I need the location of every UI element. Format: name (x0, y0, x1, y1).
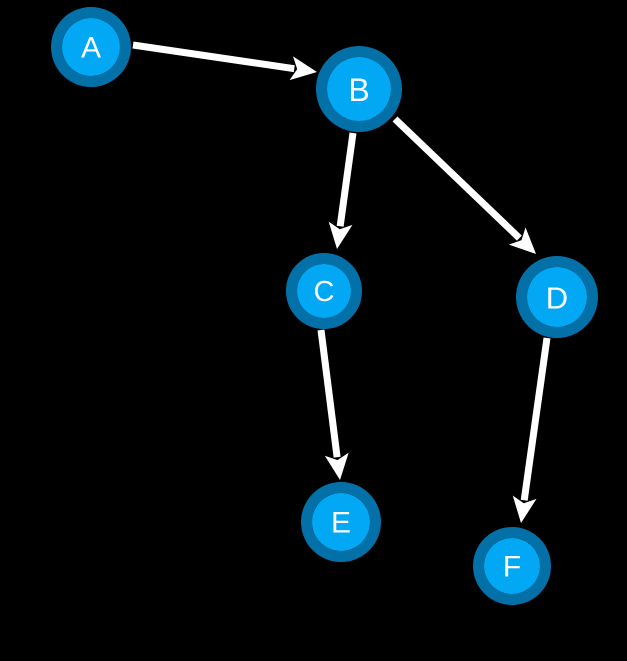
edge-line (336, 132, 357, 227)
node-ring (473, 527, 551, 605)
edge-b-c (328, 132, 357, 249)
arrowhead-icon (328, 221, 353, 249)
node-fill (312, 493, 370, 551)
graph-node-f[interactable]: F (473, 527, 551, 605)
node-label: D (546, 281, 568, 316)
arrowhead-icon (508, 227, 536, 254)
nodes-layer: A B C D E F (51, 7, 598, 605)
node-ring (51, 7, 131, 87)
arrowhead-icon (324, 452, 349, 480)
graph-node-a[interactable]: A (51, 7, 131, 87)
edge-a-b (132, 41, 317, 81)
node-fill (297, 264, 351, 318)
node-label: B (348, 72, 369, 108)
edge-line (317, 329, 341, 458)
node-fill (527, 267, 587, 327)
node-label: C (314, 276, 335, 308)
node-label: F (503, 551, 521, 584)
arrowhead-icon (512, 495, 537, 523)
edge-line (132, 41, 295, 73)
edge-b-d (392, 116, 536, 254)
graph-node-e[interactable]: E (301, 482, 381, 562)
edge-c-e (317, 329, 349, 480)
arrowhead-icon (289, 56, 317, 81)
edges-layer (132, 41, 551, 523)
graph-node-d[interactable]: D (516, 256, 598, 338)
node-fill (484, 538, 540, 594)
node-fill (62, 18, 120, 76)
node-ring (516, 256, 598, 338)
node-fill (327, 57, 391, 121)
node-label: E (331, 507, 351, 540)
node-ring (316, 46, 402, 132)
node-label: A (81, 32, 101, 65)
node-ring (301, 482, 381, 562)
edge-line (392, 116, 522, 241)
graph-node-c[interactable]: C (286, 253, 362, 329)
edge-d-f (512, 337, 551, 523)
node-ring (286, 253, 362, 329)
graph-node-b[interactable]: B (316, 46, 402, 132)
edge-line (520, 337, 551, 501)
